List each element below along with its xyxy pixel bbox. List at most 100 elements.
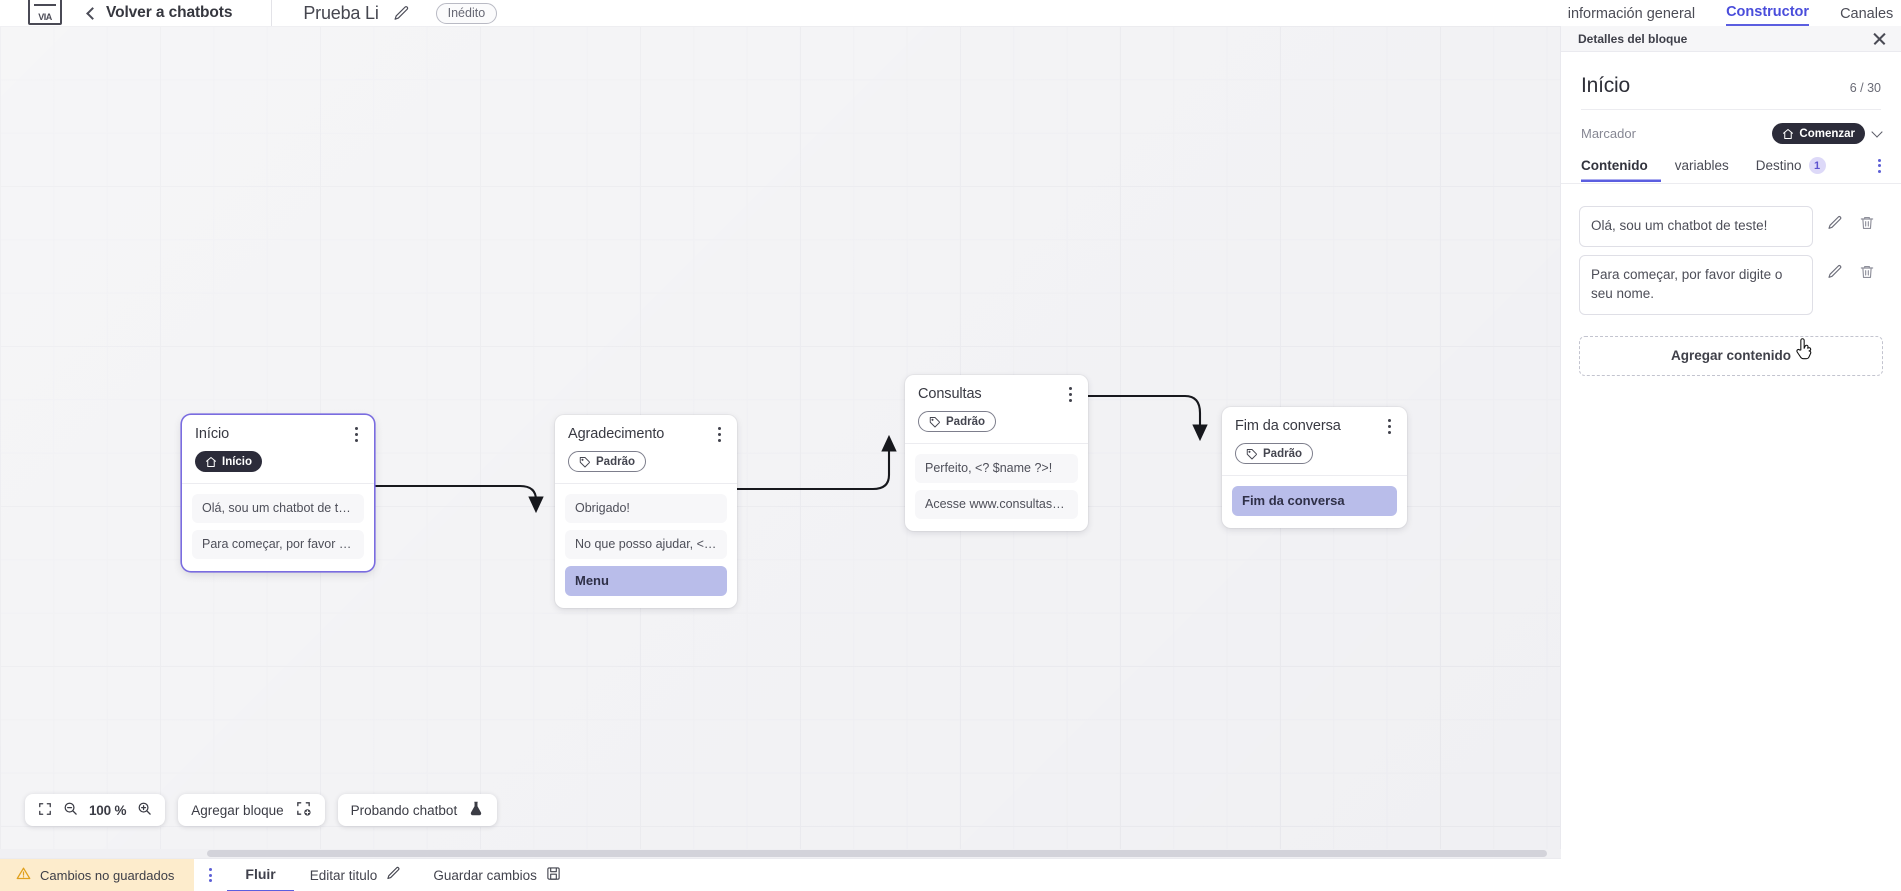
fit-screen-icon[interactable] [38,802,52,819]
close-icon[interactable] [1872,31,1887,46]
tab-canales[interactable]: Canales [1840,6,1894,22]
edit-content-icon[interactable] [1819,210,1851,236]
canvas-toolbar: 100 % Agregar bloque Probando chatbot [25,794,498,826]
node-chip-padrao: Padrão [918,411,996,432]
edit-title-label: Editar titulo [309,867,378,883]
tab-variables-label: variables [1674,158,1729,173]
test-chatbot-label: Probando chatbot [350,802,458,818]
tab-contenido[interactable]: Contenido [1581,158,1661,182]
node-body: Obrigado! No que posso ajudar, <? $name … [555,484,737,608]
flow-canvas[interactable]: Início Início Olá, sou um chatbot de tes… [0,26,1561,858]
pencil-icon [386,866,401,884]
flow-node-fim-da-conversa[interactable]: Fim da conversa Padrão Fim da conversa [1222,407,1407,528]
zoom-in-icon[interactable] [137,801,152,819]
status-bar-items: Fluir Editar titulo Guardar cambios [194,859,576,891]
canvas-horizontal-scrollbar[interactable] [0,849,1561,858]
node-message[interactable]: Obrigado! [565,494,727,523]
tab-informacion-general[interactable]: información general [1567,6,1696,22]
save-disk-icon [546,866,561,884]
edit-name-pencil-icon[interactable] [393,5,410,22]
status-bar: Cambios no guardados Fluir Editar titulo… [0,858,1561,891]
back-to-chatbots-label: Volver a chatbots [106,4,233,21]
node-divider [905,443,1088,444]
add-block-label: Agregar bloque [191,802,284,818]
tab-destino-badge: 1 [1808,157,1826,174]
tag-icon [1246,448,1257,459]
node-message[interactable]: Perfeito, <? $name ?>! [915,454,1078,483]
node-menu-icon[interactable] [1063,385,1077,403]
content-text[interactable]: Para começar, por favor digite o seu nom… [1579,254,1813,315]
node-message-highlighted[interactable]: Menu [565,566,727,596]
save-changes-label: Guardar cambios [433,867,537,883]
flow-node-consultas[interactable]: Consultas Padrão Perfeito, <? $name ?>! … [905,375,1088,531]
unsaved-changes-label: Cambios no guardados [40,867,175,883]
test-chatbot-button[interactable]: Probando chatbot [337,794,498,826]
add-block-icon [295,800,312,820]
flow-node-agradecimento[interactable]: Agradecimento Padrão Obrigado! No que po… [555,415,737,608]
node-message[interactable]: Acesse www.consultas.com par... [915,490,1078,519]
tab-destino[interactable]: Destino 1 [1756,157,1839,183]
tab-destino-label: Destino [1755,158,1802,173]
tab-constructor[interactable]: Constructor [1726,4,1810,26]
node-header: Fim da conversa Padrão [1222,407,1407,475]
top-bar: Volver a chatbots Prueba Li Inédito [0,0,1561,26]
zoom-controls[interactable]: 100 % [25,794,166,826]
node-menu-icon[interactable] [349,425,363,443]
add-block-button[interactable]: Agregar bloque [178,794,325,826]
edit-title-button[interactable]: Editar titulo [294,866,418,884]
marker-badge[interactable]: Comenzar [1772,123,1865,144]
content-item-actions [1813,255,1883,285]
node-message[interactable]: No que posso ajudar, <? $name ... [565,530,727,559]
home-icon [1783,128,1794,139]
node-body: Perfeito, <? $name ?>! Acesse www.consul… [905,444,1088,531]
node-chip-padrao: Padrão [1235,443,1313,464]
connector-inicio-agradecimento [374,484,544,514]
chevron-down-icon[interactable] [1871,125,1883,138]
panel-title-row: Início 6 / 30 [1561,52,1901,98]
node-message[interactable]: Para começar, por favor digite o ... [192,530,364,559]
home-icon [206,456,216,467]
node-message[interactable]: Olá, sou um chatbot de teste! [192,494,364,523]
node-menu-icon[interactable] [712,425,726,443]
scrollbar-thumb[interactable] [207,850,1547,857]
tab-variables[interactable]: variables [1675,158,1742,182]
marker-value: Comenzar [1799,127,1855,140]
edit-content-icon[interactable] [1819,259,1851,285]
node-chip-label: Padrão [596,455,635,468]
app-logo[interactable] [28,0,62,25]
marker-row: Marcador Comenzar [1561,110,1901,144]
chevron-left-icon [86,6,99,20]
node-message-highlighted[interactable]: Fim da conversa [1232,486,1397,516]
connector-consultas-fim [1088,394,1208,442]
node-menu-icon[interactable] [1382,417,1396,435]
delete-content-icon[interactable] [1851,259,1883,285]
node-divider [1222,475,1407,476]
unsaved-changes-banner: Cambios no guardados [0,859,195,891]
connector-agradecimento-consultas [737,434,897,491]
add-content-button[interactable]: Agregar contenido [1579,335,1883,376]
node-header: Consultas Padrão [905,375,1088,443]
marker-label: Marcador [1581,126,1636,141]
node-chip-label: Início [222,455,253,468]
content-item-actions [1813,206,1883,236]
delete-content-icon[interactable] [1851,210,1883,236]
node-header: Início Início [182,415,374,483]
back-to-chatbots-link[interactable]: Volver a chatbots [86,4,233,22]
warning-triangle-icon [16,866,31,884]
save-changes-button[interactable]: Guardar cambios [417,866,577,884]
block-title: Início [1581,74,1630,97]
tab-contenido-label: Contenido [1581,158,1648,173]
workspace-tabs: información general Constructor Canales [1560,0,1901,26]
node-title: Consultas [918,386,982,402]
zoom-out-icon[interactable] [63,801,78,819]
tag-icon [929,416,940,427]
flow-node-inicio[interactable]: Início Início Olá, sou um chatbot de tes… [182,415,374,571]
marker-value-group[interactable]: Comenzar [1772,123,1883,144]
panel-tabs-menu-icon[interactable] [1872,158,1887,182]
content-text[interactable]: Olá, sou um chatbot de teste! [1579,206,1813,247]
flask-icon [468,800,484,820]
flow-menu-icon[interactable] [194,868,227,882]
node-title: Agradecimento [568,426,665,442]
node-chip-label: Padrão [946,415,985,428]
tab-fluir[interactable]: Fluir [227,859,294,891]
